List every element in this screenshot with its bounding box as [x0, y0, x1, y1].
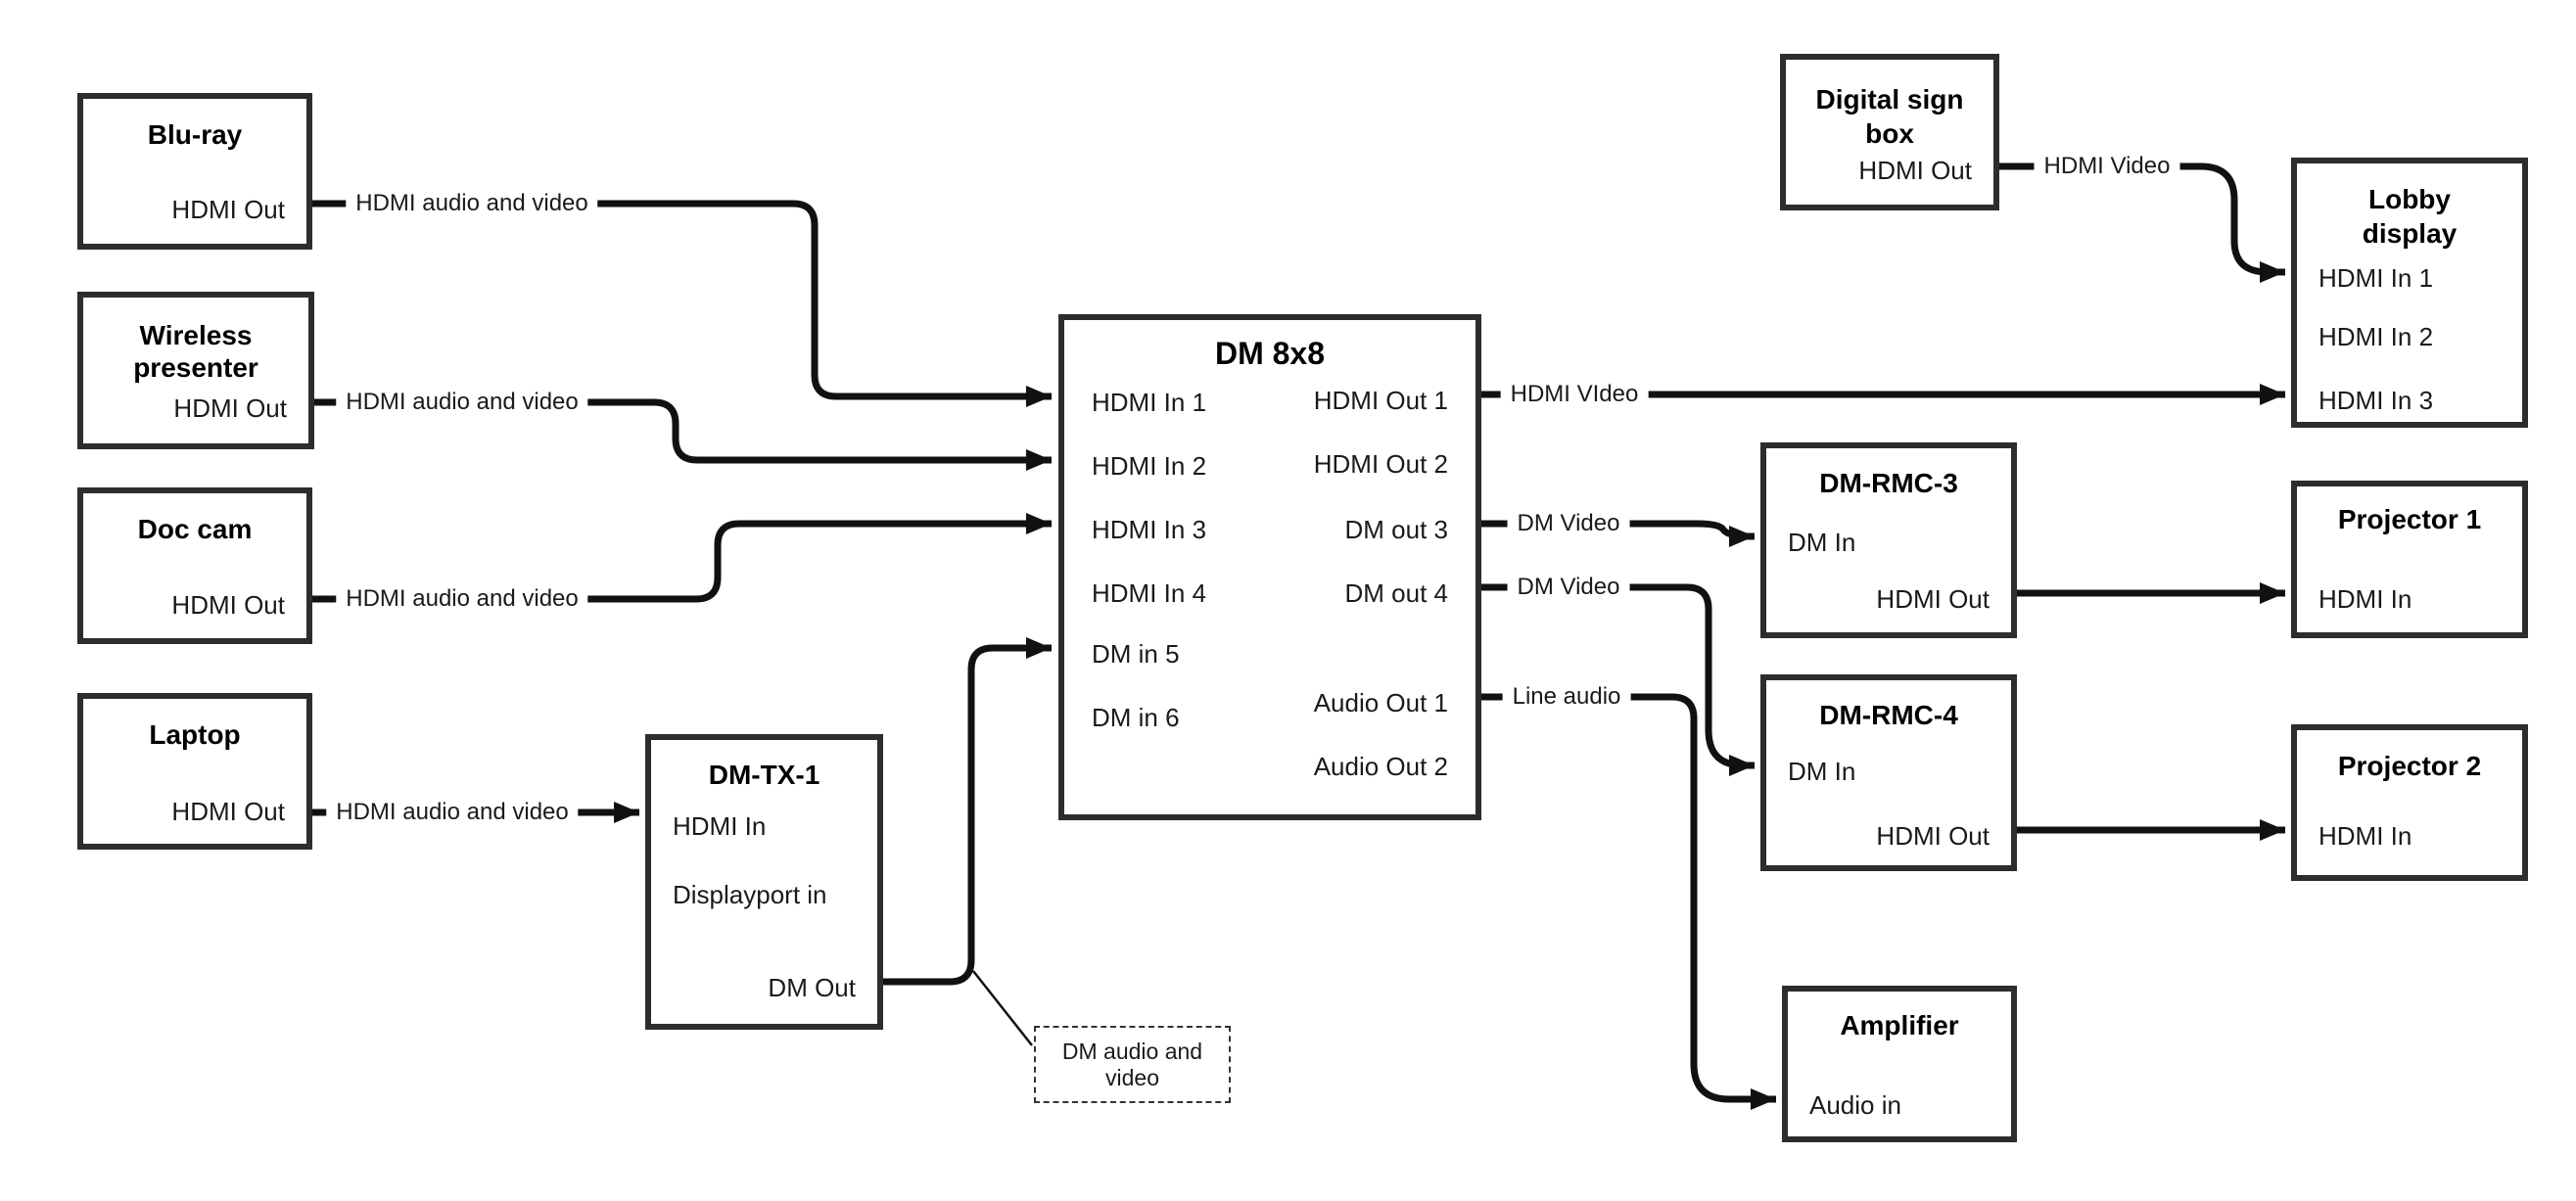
wire-label-bluray: HDMI audio and video — [346, 188, 598, 219]
node-amplifier: Amplifier Audio in — [1782, 986, 2017, 1142]
wire-label-hdmi-video-sign: HDMI Video — [2034, 151, 2180, 182]
dm8x8-port-hdmi-in-3: HDMI In 3 — [1092, 515, 1207, 544]
note-line2: video — [1105, 1065, 1159, 1090]
dm8x8-port-hdmi-in-1: HDMI In 1 — [1092, 388, 1207, 417]
note-dm-audio-and-video: DM audio and video — [1034, 1026, 1231, 1103]
note-callout-line — [972, 970, 1033, 1046]
dm8x8-port-dm-out-3: DM out 3 — [1344, 515, 1449, 544]
node-amp-title: Amplifier — [1840, 1010, 1959, 1040]
rmc3-port-dm-in: DM In — [1788, 528, 1856, 557]
node-laptop-title: Laptop — [149, 719, 241, 750]
rmc4-port-dm-in: DM In — [1788, 757, 1856, 786]
wire-dmout4-to-rmc4 — [1481, 583, 1755, 776]
lobby-port-hdmi-in-1: HDMI In 1 — [2318, 263, 2434, 293]
node-wireless-title-line1: Wireless — [139, 320, 253, 350]
node-dm-rmc-3: DM-RMC-3 DM In HDMI Out — [1760, 442, 2017, 638]
node-wireless-title-line2: presenter — [133, 352, 258, 383]
wire-label-doccam: HDMI audio and video — [336, 583, 588, 615]
node-proj2-title: Projector 2 — [2337, 751, 2482, 781]
dmtx1-port-dm-out: DM Out — [768, 973, 856, 1002]
bluray-port-hdmi-out: HDMI Out — [171, 195, 285, 224]
node-dm8x8-title: DM 8x8 — [1214, 336, 1326, 371]
wire-dmout3-to-rmc3 — [1481, 520, 1755, 547]
node-dmtx1-title: DM-TX-1 — [708, 760, 820, 790]
node-projector-2: Projector 2 HDMI In — [2291, 724, 2528, 881]
node-doccam-title: Doc cam — [137, 514, 253, 544]
wire-digitalsign-to-lobby — [1999, 162, 2285, 283]
node-bluray: Blu-ray HDMI Out — [77, 93, 312, 250]
dm8x8-port-dm-in-5: DM in 5 — [1092, 639, 1180, 669]
dm8x8-port-hdmi-in-2: HDMI In 2 — [1092, 451, 1207, 481]
node-bluray-title: Blu-ray — [147, 119, 243, 150]
lobby-port-hdmi-in-2: HDMI In 2 — [2318, 322, 2434, 351]
node-rmc4-title: DM-RMC-4 — [1819, 700, 1958, 730]
wire-label-hdmi-video-out1: HDMI VIdeo — [1500, 379, 1649, 410]
amp-port-audio-in: Audio in — [1809, 1090, 1901, 1120]
dm8x8-port-audio-out-1: Audio Out 1 — [1313, 688, 1448, 717]
node-lobby-title-line1: Lobby — [2368, 184, 2451, 214]
node-digisign-title-line2: box — [1865, 118, 1914, 149]
node-wireless-presenter: Wireless presenter HDMI Out — [77, 292, 314, 449]
wire-dmtx1-to-dm8x8 — [883, 637, 1052, 986]
note-line1: DM audio and — [1061, 1039, 1203, 1064]
node-digital-sign-box: Digital sign box HDMI Out — [1780, 54, 1999, 210]
doccam-port-hdmi-out: HDMI Out — [171, 590, 285, 620]
dmtx1-port-hdmi-in: HDMI In — [673, 811, 767, 841]
lobby-port-hdmi-in-3: HDMI In 3 — [2318, 386, 2434, 415]
node-lobby-title-line2: display — [2362, 218, 2458, 249]
proj2-port-hdmi-in: HDMI In — [2318, 821, 2412, 851]
node-digisign-title-line1: Digital sign — [1815, 84, 1964, 115]
laptop-port-hdmi-out: HDMI Out — [171, 797, 285, 826]
node-dm-rmc-4: DM-RMC-4 DM In HDMI Out — [1760, 674, 2017, 871]
wireless-port-hdmi-out: HDMI Out — [173, 393, 287, 423]
node-lobby-display: Lobby display HDMI In 1 HDMI In 2 HDMI I… — [2291, 158, 2528, 428]
node-proj1-title: Projector 1 — [2337, 504, 2482, 534]
dm8x8-port-hdmi-out-1: HDMI Out 1 — [1313, 386, 1448, 415]
wire-audioout1-to-amp — [1481, 693, 1776, 1110]
node-rmc3-title: DM-RMC-3 — [1819, 468, 1958, 498]
node-doc-cam: Doc cam HDMI Out — [77, 487, 312, 644]
rmc3-port-hdmi-out: HDMI Out — [1876, 584, 1990, 614]
wire-label-line-audio: Line audio — [1502, 681, 1631, 713]
wire-doccam-to-dm8x8 — [312, 513, 1052, 603]
node-dm-8x8: DM 8x8 HDMI In 1 HDMI In 2 HDMI In 3 HDM… — [1058, 314, 1481, 820]
dm8x8-port-hdmi-out-2: HDMI Out 2 — [1313, 449, 1448, 479]
wire-label-laptop: HDMI audio and video — [326, 797, 579, 828]
rmc4-port-hdmi-out: HDMI Out — [1876, 821, 1990, 851]
node-laptop: Laptop HDMI Out — [77, 693, 312, 850]
dm8x8-port-audio-out-2: Audio Out 2 — [1313, 752, 1448, 781]
wire-label-wireless: HDMI audio and video — [336, 387, 588, 418]
digisign-port-hdmi-out: HDMI Out — [1858, 156, 1972, 185]
node-dm-tx-1: DM-TX-1 HDMI In Displayport in DM Out — [645, 734, 883, 1030]
dmtx1-port-displayport-in: Displayport in — [673, 880, 827, 909]
dm8x8-port-hdmi-in-4: HDMI In 4 — [1092, 578, 1207, 608]
dm8x8-port-dm-out-4: DM out 4 — [1344, 578, 1449, 608]
wire-label-dm-video-4: DM Video — [1507, 572, 1630, 603]
dm8x8-port-dm-in-6: DM in 6 — [1092, 703, 1180, 732]
wire-wireless-to-dm8x8 — [314, 398, 1052, 471]
proj1-port-hdmi-in: HDMI In — [2318, 584, 2412, 614]
node-projector-1: Projector 1 HDMI In — [2291, 481, 2528, 638]
wire-bluray-to-dm8x8 — [312, 200, 1052, 407]
wire-label-dm-video-3: DM Video — [1507, 508, 1630, 539]
